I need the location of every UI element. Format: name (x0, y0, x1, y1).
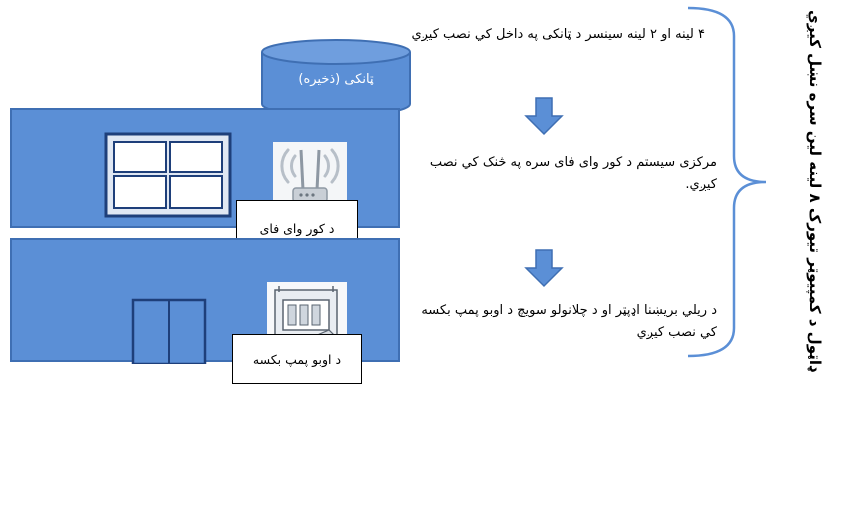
step-2-text: مرکزی سیستم د کور وای فای سره په څنک کي … (429, 155, 717, 192)
curly-brace-icon (687, 6, 767, 358)
down-arrow-icon (524, 97, 564, 136)
window (104, 132, 232, 218)
side-title: ډاټول د کمپیوټر تیورک ۸ لینه لین سره نښل… (806, 10, 824, 372)
pump-label-box: د اوبو پمپ بکسه (232, 334, 362, 384)
down-arrow-icon (524, 249, 564, 288)
water-tank (261, 39, 411, 117)
step-3-text: د ريلي بریښنا اډپټر او د چلانولو سويچ د … (421, 303, 717, 340)
step-1-text: ۴ لینه او ۲ لینه سینسر د ټانکی په داخل ک… (411, 27, 705, 42)
tank-label: ټانکی (ذخیره) (298, 72, 374, 87)
door (131, 298, 207, 364)
